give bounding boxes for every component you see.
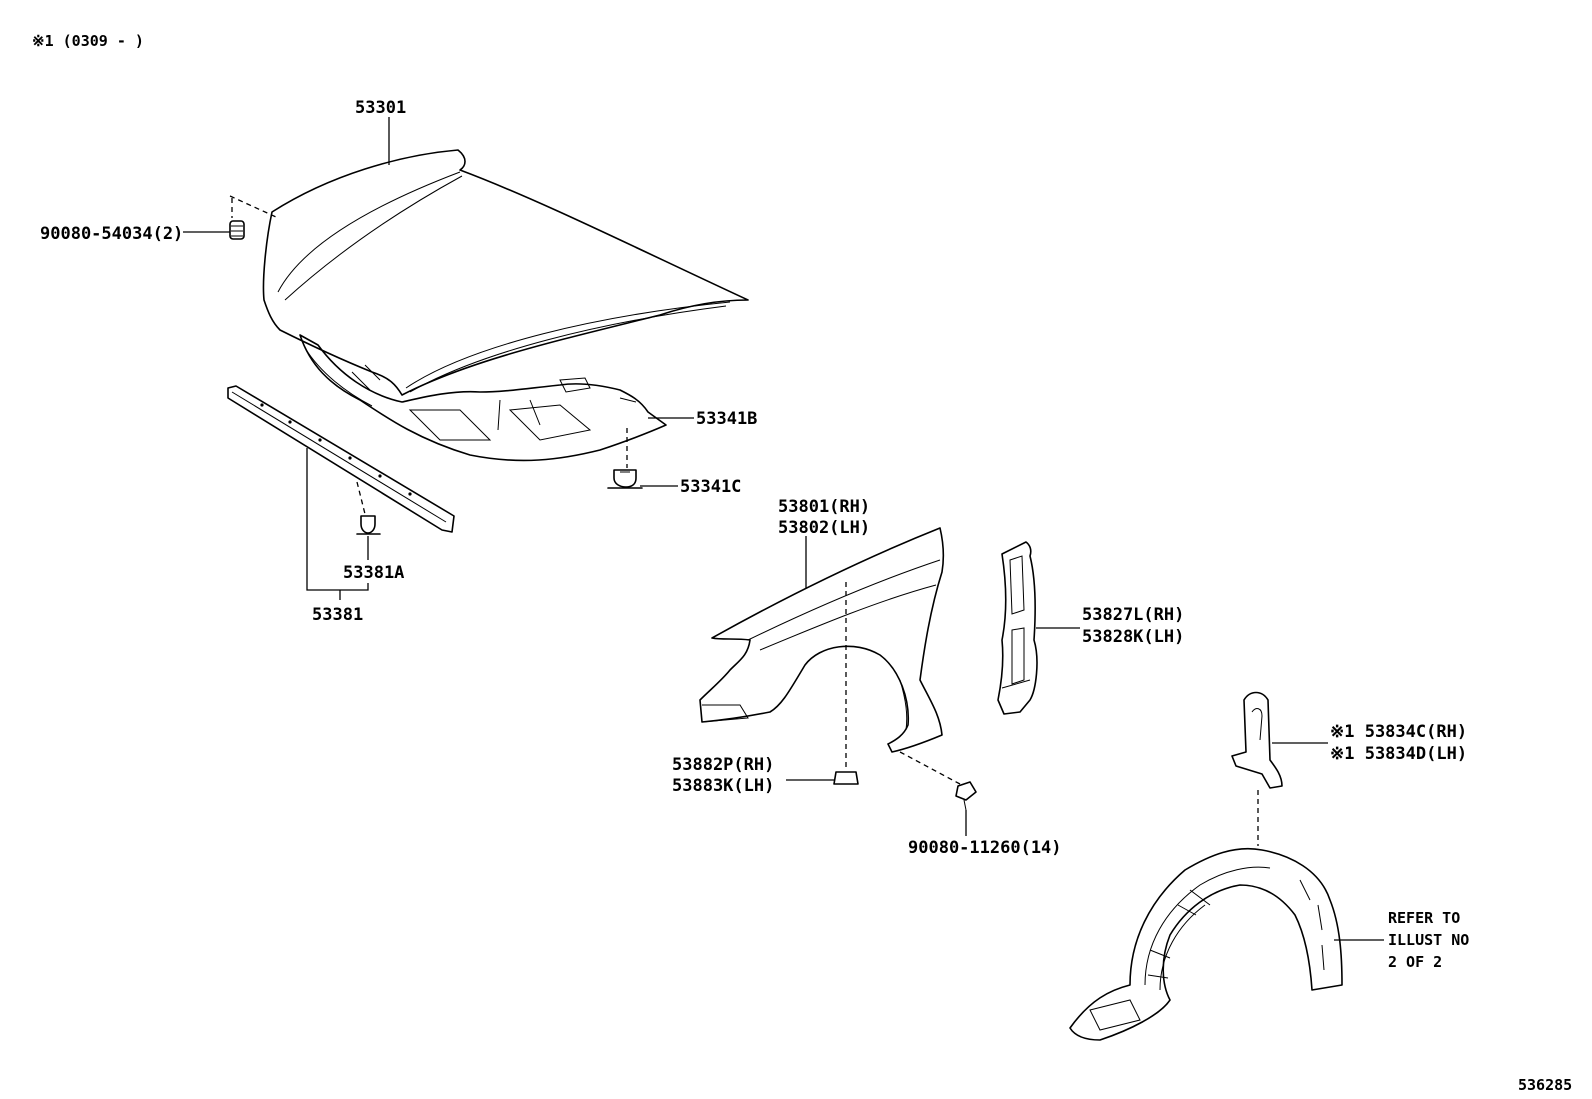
label-insulator-clip[interactable]: 53341C <box>680 477 741 497</box>
fender-bolt-icon[interactable] <box>955 781 977 811</box>
label-hood-cushion[interactable]: 90080-54034(2) <box>40 224 183 244</box>
label-fender-lh[interactable]: 53802(LH) <box>778 518 870 538</box>
front-fender[interactable] <box>699 527 945 753</box>
label-fender-bracket-rh[interactable]: 53882P(RH) <box>672 755 774 775</box>
hood-insulator[interactable] <box>299 334 667 462</box>
label-hood[interactable]: 53301 <box>355 98 406 118</box>
hood-cushion-icon[interactable] <box>229 220 245 240</box>
hood-seal-strip[interactable] <box>227 385 455 533</box>
label-fender-bolt[interactable]: 90080-11260(14) <box>908 838 1062 858</box>
label-hood-seal[interactable]: 53381 <box>312 605 363 625</box>
insulator-clip-icon[interactable] <box>607 469 643 489</box>
cushion-dash <box>229 195 277 218</box>
label-fender-rh[interactable]: 53801(RH) <box>778 497 870 517</box>
label-splash-shield-lh[interactable]: ※1 53834D(LH) <box>1330 744 1467 764</box>
refer-line-1[interactable]: REFER TO <box>1388 909 1460 927</box>
illustration-id: 536285 <box>1518 1076 1572 1094</box>
label-splash-shield-rh[interactable]: ※1 53834C(RH) <box>1330 722 1467 742</box>
label-fender-bracket-lh[interactable]: 53883K(LH) <box>672 776 774 796</box>
label-hood-insulator[interactable]: 53341B <box>696 409 757 429</box>
seal-bracket <box>306 448 369 591</box>
header-note: ※1 (0309 - ) <box>32 32 144 50</box>
fender-liner[interactable] <box>1069 847 1343 1041</box>
fender-bracket-icon[interactable] <box>833 771 859 785</box>
hood-panel[interactable] <box>262 149 749 396</box>
label-seal-clip[interactable]: 53381A <box>343 563 404 583</box>
refer-line-2[interactable]: ILLUST NO <box>1388 931 1469 949</box>
refer-line-3[interactable]: 2 OF 2 <box>1388 953 1442 971</box>
fender-seal[interactable] <box>997 541 1038 715</box>
label-fender-seal-rh[interactable]: 53827L(RH) <box>1082 605 1184 625</box>
label-fender-seal-lh[interactable]: 53828K(LH) <box>1082 627 1184 647</box>
splash-shield[interactable] <box>1231 691 1283 789</box>
seal-clip-icon[interactable] <box>356 515 381 535</box>
